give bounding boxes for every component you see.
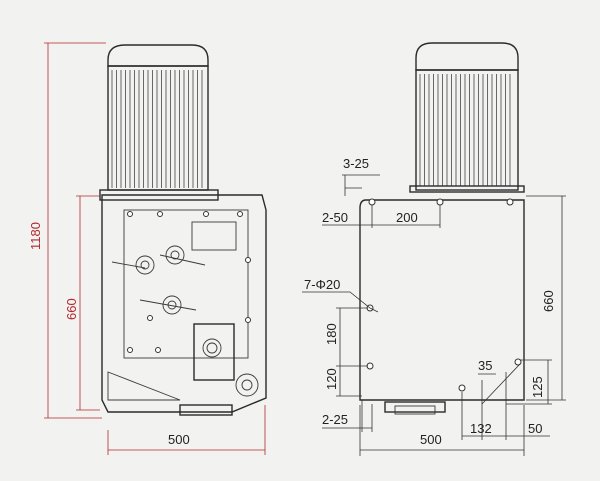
- right-mounting-holes: [366, 198, 522, 392]
- handwheel-3: [162, 295, 182, 315]
- hole-top-left: [368, 198, 376, 206]
- left-bottom-foot: [179, 404, 233, 416]
- left-inspection-window: [191, 221, 237, 251]
- left-gearbox-body: [101, 194, 267, 413]
- left-output-box: [193, 323, 235, 381]
- right-dim-3-25: 3-25: [343, 156, 369, 171]
- right-dim-120: 120: [324, 368, 339, 390]
- left-handwheels: [111, 245, 206, 315]
- right-view: 3-25 2-50 200 7-Φ20 180 120 2-25: [302, 42, 566, 456]
- left-motor-cap: [107, 44, 209, 67]
- right-dim-180: 180: [324, 323, 339, 345]
- right-dimensions: 3-25 2-50 200 7-Φ20 180 120 2-25: [302, 156, 566, 456]
- left-dim-500: 500: [168, 432, 190, 447]
- left-output-shaft: [202, 338, 222, 358]
- right-dim-125: 125: [530, 376, 545, 398]
- hole-top-mid: [436, 198, 444, 206]
- hole-low-right-1: [458, 384, 466, 392]
- left-view: 1180 660 500: [28, 42, 267, 455]
- right-motor-cap: [415, 42, 519, 71]
- left-dimensions: 1180 660 500: [28, 42, 266, 455]
- left-dim-660: 660: [64, 298, 79, 320]
- right-dim-2-25: 2-25: [322, 412, 348, 427]
- handwheel-2: [165, 245, 185, 265]
- left-front-panel: [123, 209, 249, 359]
- right-motor-fins: [419, 74, 511, 186]
- right-motor-flange: [409, 185, 525, 193]
- right-dim-7-phi20: 7-Φ20: [304, 277, 340, 292]
- right-bottom-foot: [384, 401, 446, 413]
- right-motor-body: [415, 69, 519, 191]
- right-dim-2-50: 2-50: [322, 210, 348, 225]
- right-gearbox-body: [359, 199, 525, 401]
- left-dim-1180: 1180: [28, 222, 43, 250]
- left-pulley: [235, 373, 259, 397]
- left-panel-bolts: [127, 211, 251, 353]
- hole-top-right: [506, 198, 514, 206]
- right-dim-500: 500: [420, 432, 442, 447]
- right-dim-132: 132: [470, 421, 492, 436]
- right-dim-50: 50: [528, 421, 542, 436]
- hole-low-right-2: [514, 358, 522, 366]
- right-dim-35: 35: [478, 358, 492, 373]
- left-base-wedge: [107, 371, 181, 401]
- left-motor-fins: [111, 70, 203, 188]
- right-dim-200: 200: [396, 210, 418, 225]
- handwheel-1: [135, 255, 155, 275]
- right-dim-660: 660: [541, 290, 556, 312]
